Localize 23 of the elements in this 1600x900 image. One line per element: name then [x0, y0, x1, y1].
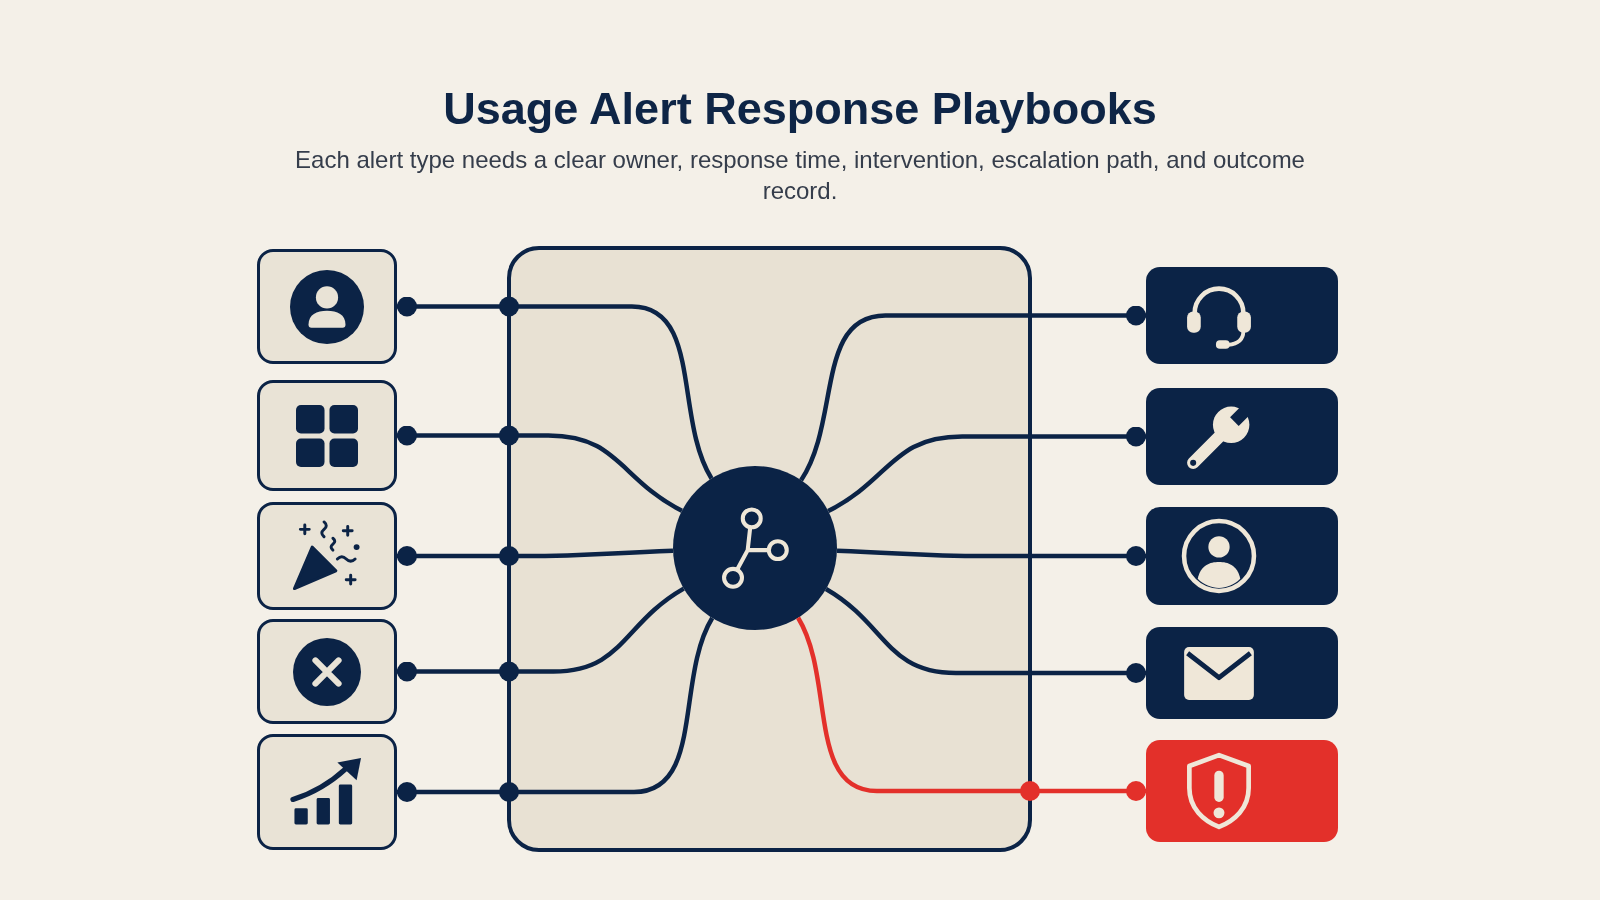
- connector-line: [836, 546, 1146, 566]
- icon-card: [1146, 740, 1338, 842]
- title: Usage Alert Response Playbooks: [443, 82, 1157, 136]
- icon-card: [257, 502, 397, 610]
- connector-line: [397, 425, 683, 513]
- caption: Each alert type needs a clear owner, response time, intervention, escalation path, and outcome record.: [294, 145, 1306, 206]
- connector-line: [827, 426, 1146, 514]
- icon-card: [1146, 507, 1338, 605]
- routing-panel: [507, 246, 1032, 852]
- icon-card: [257, 380, 397, 491]
- connector-line: [824, 587, 1146, 683]
- icon-card: [257, 734, 397, 850]
- connector-line: [799, 305, 1146, 482]
- icon-card: [1146, 267, 1338, 364]
- connector-line: [796, 616, 1146, 801]
- icon-card: [1146, 627, 1338, 719]
- icon-card: [257, 249, 397, 364]
- connector-line: [397, 296, 714, 480]
- icon-card: [1146, 388, 1338, 485]
- connector-line: [397, 617, 715, 802]
- icon-card: [257, 619, 397, 724]
- connector-line: [397, 546, 674, 566]
- connector-line: [397, 586, 685, 682]
